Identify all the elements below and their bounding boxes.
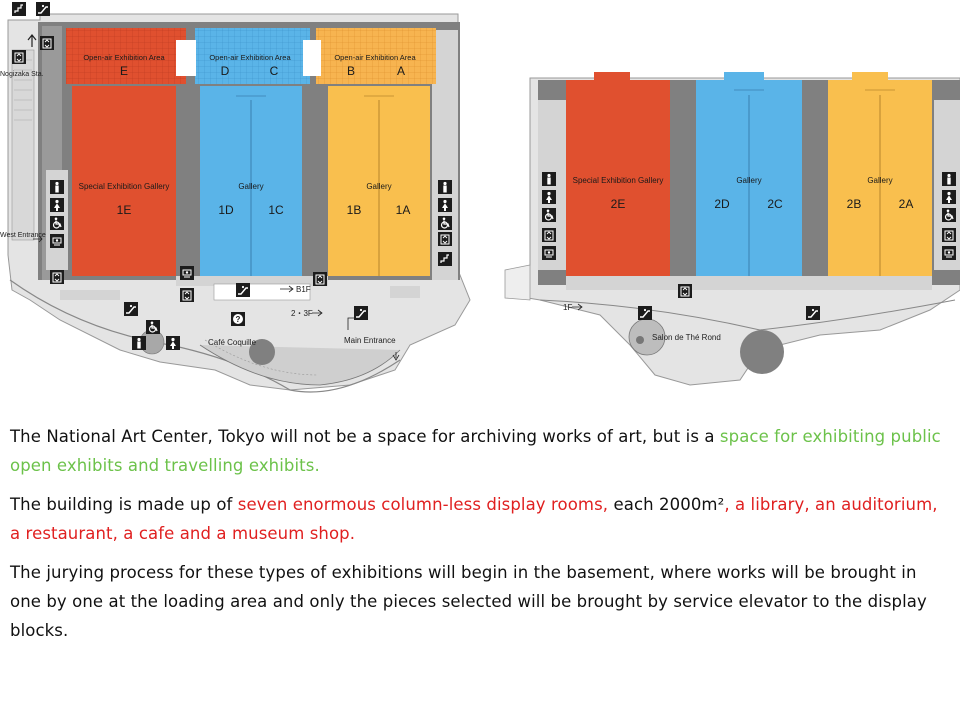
wheelchair-icon	[541, 207, 557, 223]
gallery-code-2c: 2C	[767, 197, 783, 211]
gallery-name-1dc: Gallery	[238, 182, 263, 191]
elevator-icon	[541, 227, 557, 243]
escalator-icon	[805, 305, 821, 321]
paragraph-2-highlight-b: , a library, an auditorium, a restaurant…	[10, 495, 938, 543]
label-2-3f: 2・3F	[291, 309, 313, 318]
paragraph-2-text-a: The building is made up of	[10, 495, 238, 514]
open-air-label-dc: Open-air Exhibition Area	[209, 53, 291, 62]
paragraph-1-highlight: space for exhibiting public open exhibit…	[10, 427, 941, 475]
elevator-icon	[11, 49, 27, 65]
baby-room-icon	[49, 233, 65, 249]
open-air-label-ba: Open-air Exhibition Area	[334, 53, 416, 62]
stairs-icon	[437, 251, 453, 267]
stairs-icon	[11, 1, 27, 17]
restroom-male-icon	[132, 336, 146, 350]
restroom-male-icon	[542, 172, 556, 186]
escalator-icon	[123, 301, 139, 317]
restroom-female-icon	[942, 190, 956, 204]
floor-1-map: Open-air Exhibition Area E Open-air Exhi…	[0, 1, 471, 393]
wheelchair-icon	[49, 215, 65, 231]
elevator-icon	[312, 271, 328, 287]
label-b1f: B1F	[296, 285, 311, 294]
paragraph-1: The National Art Center, Tokyo will not …	[10, 422, 945, 480]
open-air-code-e: E	[120, 64, 128, 78]
escalator-icon	[35, 1, 51, 17]
label-1f: 1F	[563, 303, 572, 312]
floor-maps: ? Open-air Exhibition Area E Open-air Ex…	[0, 1, 960, 393]
restroom-female-icon	[438, 198, 452, 212]
paragraph-3: The jurying process for these types of e…	[10, 563, 927, 640]
gallery-code-2e: 2E	[611, 197, 626, 211]
gallery-name-1e: Special Exhibition Gallery	[79, 182, 170, 191]
floor-2-map: Special Exhibition Gallery 2E Gallery 2D…	[504, 72, 960, 386]
wheelchair-icon	[145, 319, 161, 335]
gallery-code-2b: 2B	[847, 197, 862, 211]
restroom-female-icon	[166, 336, 180, 350]
gallery-code-1d: 1D	[218, 203, 234, 217]
gallery-2e	[566, 80, 670, 276]
restroom-male-icon	[50, 180, 64, 194]
paragraph-1-text: The National Art Center, Tokyo will not …	[10, 427, 720, 446]
escalator-icon	[637, 305, 653, 321]
paragraph-2-highlight-a: seven enormous column-less display rooms…	[237, 495, 609, 514]
gallery-code-2d: 2D	[714, 197, 730, 211]
gallery-code-1c: 1C	[268, 203, 284, 217]
gallery-name-2e: Special Exhibition Gallery	[573, 176, 664, 185]
restroom-female-icon	[542, 190, 556, 204]
baby-room-icon	[941, 245, 957, 261]
information-icon	[231, 312, 245, 326]
gallery-code-1e: 1E	[117, 203, 132, 217]
open-air-label-e: Open-air Exhibition Area	[83, 53, 165, 62]
gallery-code-2a: 2A	[899, 197, 914, 211]
restroom-female-icon	[50, 198, 64, 212]
gallery-code-1a: 1A	[396, 203, 411, 217]
open-air-area-e	[66, 28, 186, 84]
open-air-code-c: C	[270, 64, 279, 78]
open-air-area-dc	[195, 28, 310, 84]
elevator-icon	[677, 283, 693, 299]
wheelchair-icon	[941, 207, 957, 223]
elevator-icon	[437, 231, 453, 247]
escalator-icon	[235, 282, 251, 298]
escalator-icon	[353, 305, 369, 321]
label-salon: Salon de Thé Rond	[652, 333, 721, 342]
gallery-name-1ba: Gallery	[366, 182, 391, 191]
elevator-icon	[49, 269, 65, 285]
label-nogizaka: Nogizaka Sta.	[0, 71, 44, 78]
gallery-name-2dc: Gallery	[736, 176, 761, 185]
wheelchair-icon	[437, 215, 453, 231]
elevator-icon	[39, 35, 55, 51]
baby-room-icon	[541, 245, 557, 261]
elevator-icon	[941, 227, 957, 243]
paragraph-2-text-b: each 2000m²	[608, 495, 725, 514]
paragraph-2: The building is made up of seven enormou…	[10, 490, 945, 548]
restroom-male-icon	[438, 180, 452, 194]
open-air-code-a: A	[397, 64, 405, 78]
description-text: The National Art Center, Tokyo will not …	[10, 422, 945, 655]
open-air-code-d: D	[221, 64, 230, 78]
elevator-icon	[179, 287, 195, 303]
open-air-code-b: B	[347, 64, 355, 78]
gallery-code-1b: 1B	[347, 203, 362, 217]
label-west-entrance: West Entrance	[0, 232, 46, 239]
gallery-1e	[72, 86, 176, 276]
gallery-name-2ba: Gallery	[867, 176, 892, 185]
label-main-entrance: Main Entrance	[344, 336, 396, 345]
baby-room-icon	[179, 265, 195, 281]
restroom-male-icon	[942, 172, 956, 186]
open-air-area-ba	[316, 28, 436, 84]
label-cafe: Café Coquille	[208, 338, 257, 347]
